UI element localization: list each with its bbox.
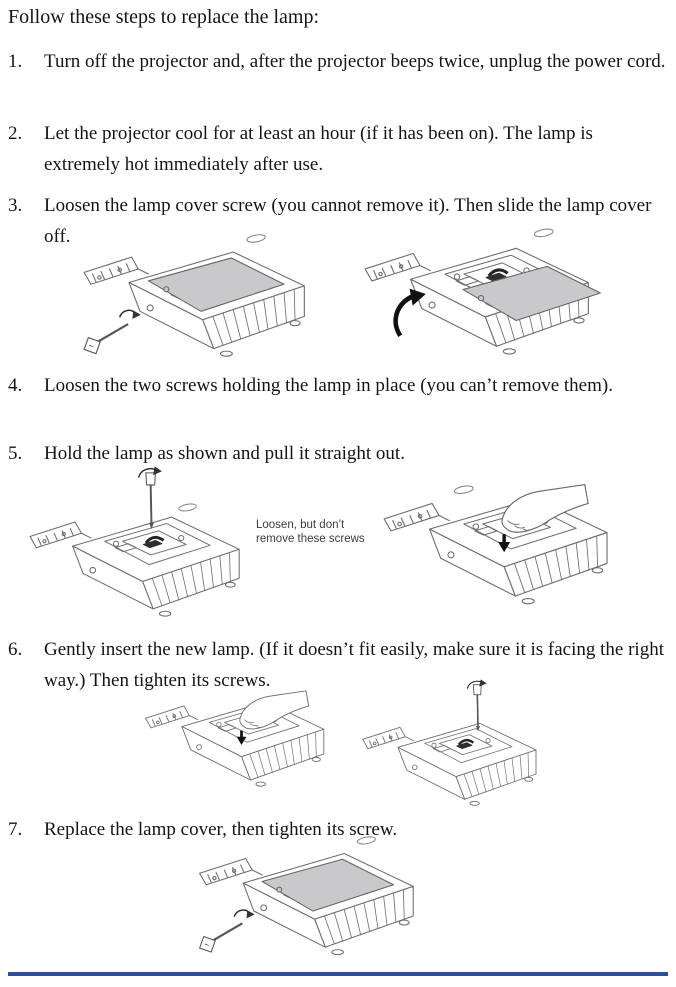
- illustration-slide-cover-off: [346, 226, 604, 372]
- step-3: 3. Loosen the lamp cover screw (you cann…: [8, 190, 670, 252]
- step-1: 1. Turn off the projector and, after the…: [8, 46, 670, 77]
- step-4-number: 4.: [8, 375, 23, 396]
- illustration-loosen-cover-screw: [82, 230, 320, 374]
- step-2: 2. Let the projector cool for at least a…: [8, 118, 670, 180]
- step-7-text: Replace the lamp cover, then tighten its…: [44, 819, 398, 840]
- step-5-number: 5.: [8, 443, 23, 464]
- step-3-text: Loosen the lamp cover screw (you cannot …: [44, 195, 652, 247]
- step-2-number: 2.: [8, 123, 23, 144]
- step-5-text: Hold the lamp as shown and pull it strai…: [44, 443, 405, 464]
- step-7: 7. Replace the lamp cover, then tighten …: [8, 814, 670, 845]
- page-title: Follow these steps to replace the lamp:: [8, 6, 320, 28]
- step-6-text: Gently insert the new lamp. (If it doesn…: [44, 639, 664, 691]
- screws-caption-line2: remove these screws: [256, 533, 365, 545]
- step-2-text: Let the projector cool for at least an h…: [44, 123, 593, 175]
- screws-caption-line1: Loosen, but don’t: [256, 519, 345, 531]
- step-3-number: 3.: [8, 195, 23, 216]
- illustration-replace-cover: [198, 832, 428, 972]
- illustration-pull-lamp-out: [382, 476, 640, 626]
- step-4-text: Loosen the two screws holding the lamp i…: [44, 375, 613, 396]
- page-footer-rule: [8, 972, 668, 976]
- step-1-text: Turn off the projector and, after the pr…: [44, 51, 666, 72]
- step-1-number: 1.: [8, 51, 23, 72]
- step-6: 6. Gently insert the new lamp. (If it do…: [8, 634, 670, 696]
- illustration-tighten-lamp-screws: [356, 678, 556, 808]
- screws-caption: Loosen, but don’t remove these screws: [256, 518, 396, 546]
- step-7-number: 7.: [8, 819, 23, 840]
- step-4: 4. Loosen the two screws holding the lam…: [8, 370, 670, 401]
- illustration-insert-new-lamp: [144, 684, 350, 804]
- step-5: 5. Hold the lamp as shown and pull it st…: [8, 438, 670, 469]
- illustration-loosen-lamp-screws: [28, 460, 254, 633]
- step-6-number: 6.: [8, 639, 23, 660]
